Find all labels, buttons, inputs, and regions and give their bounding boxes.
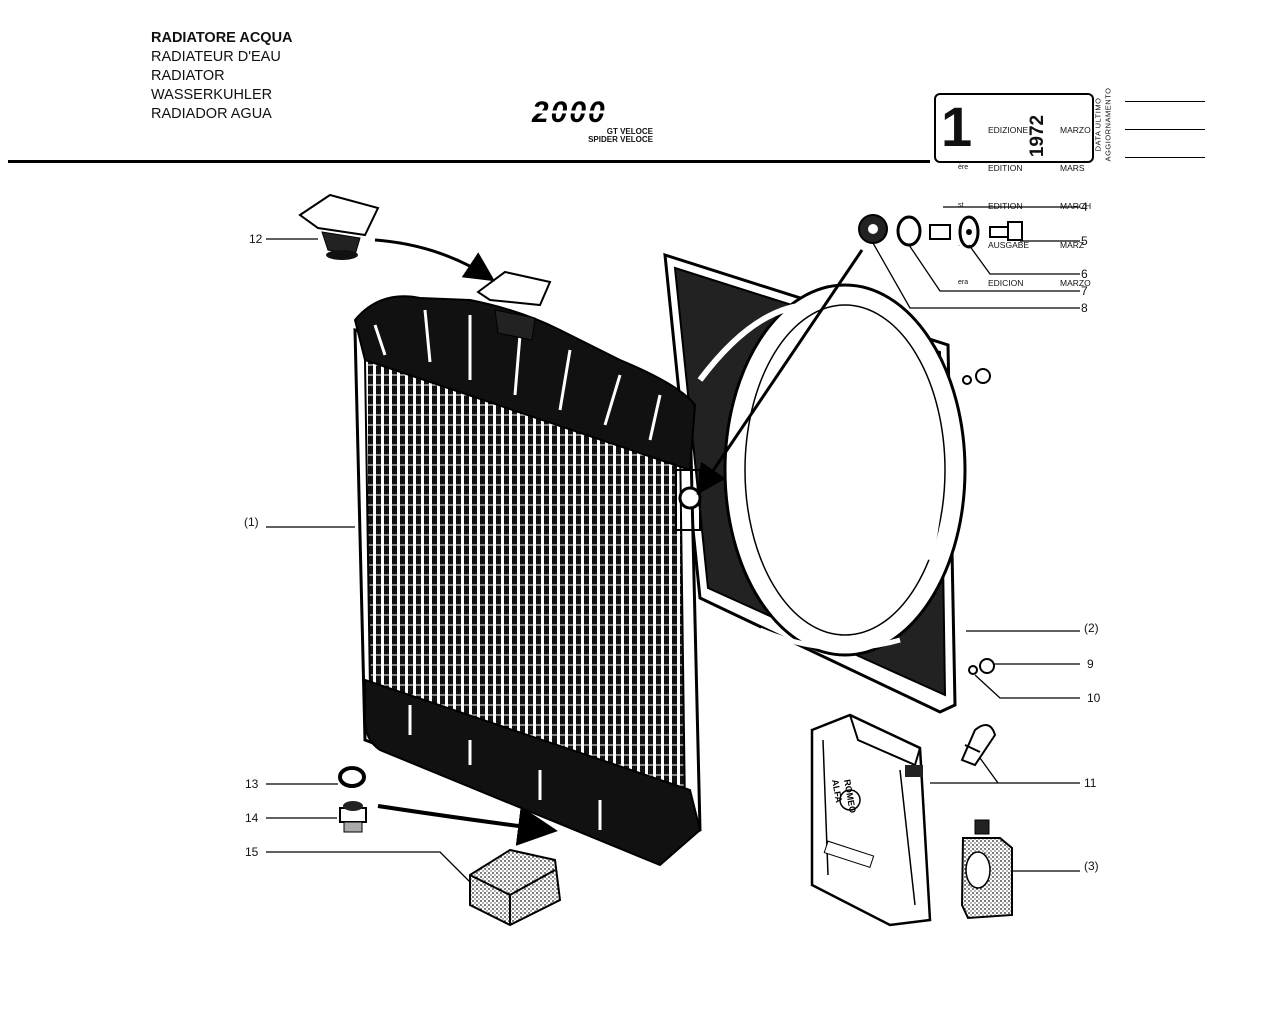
callout-3: (3) [1084, 859, 1099, 873]
header-rule [8, 160, 930, 163]
drain-plug [339, 801, 367, 833]
edition-suffix: . [958, 240, 960, 248]
logo-sub2: SPIDER VELOCE [588, 135, 653, 144]
callout-8: 8 [1081, 301, 1088, 315]
logo-sub1: GT VELOCE [606, 127, 653, 136]
callout-15: 15 [245, 845, 259, 859]
callout-12: 12 [249, 232, 263, 246]
callout-9: 9 [1087, 657, 1094, 671]
hardware-arrow [696, 249, 864, 495]
title-german: WASSERKUHLER [151, 87, 273, 103]
title-italian: RADIATORE ACQUA [151, 30, 293, 46]
edition-label: EDICION [988, 278, 1024, 289]
drain-gasket [338, 766, 366, 788]
mounting-hardware [858, 214, 1023, 249]
edition-month: MARS [1060, 162, 1085, 173]
callout-13: 13 [245, 777, 259, 791]
fan-shroud [663, 252, 967, 714]
callout-5: 5 [1081, 234, 1088, 248]
edition-suffix: ère [958, 163, 969, 171]
update-line-1 [1125, 101, 1205, 102]
edition-number: 1 [941, 95, 973, 158]
callout-1: (1) [244, 515, 259, 529]
edition-suffix: era [958, 279, 969, 287]
callout-7: 7 [1081, 284, 1088, 298]
rubber-pad [469, 848, 562, 927]
edition-label: AUSGABE [988, 239, 1030, 250]
edition-month: MARZ [1060, 239, 1085, 250]
drain-arrow [377, 804, 558, 846]
edition-label: EDITION [988, 162, 1023, 173]
logo-2000: 2000 [530, 96, 655, 129]
edition-suffix: st [958, 202, 964, 210]
radiator-core [353, 270, 702, 867]
nut-washer-top [962, 368, 991, 385]
title-french: RADIATEUR D'EAU [151, 49, 281, 65]
logo-2000-graphic: 2000 [530, 96, 655, 129]
jerrycan-text-1: ALFA [830, 779, 844, 804]
edition-month: MARZO [1060, 124, 1091, 135]
cap-arrow [374, 238, 496, 282]
title-english: RADIATOR [151, 68, 225, 84]
edition-suffix: a [958, 125, 962, 133]
leader-lines [266, 206, 1080, 883]
update-line-2 [1125, 129, 1205, 130]
edition-label: EDIZIONE [988, 124, 1029, 135]
edition-month: MARZO [1060, 278, 1091, 289]
coolant-jerrycan: ALFA ROMEO [810, 713, 932, 927]
filler-hose [960, 724, 997, 767]
callout-11: 11 [1084, 776, 1097, 790]
title-spanish: RADIADOR AGUA [151, 106, 272, 122]
radiator-cap [298, 193, 380, 260]
callout-6: 6 [1081, 267, 1088, 281]
edition-suffixes: a ère st . era [958, 98, 968, 316]
nut-washer-bottom [968, 658, 995, 675]
callout-2: (2) [1084, 621, 1099, 635]
callout-10: 10 [1087, 691, 1101, 705]
callout-14: 14 [245, 811, 259, 825]
update-line-3 [1125, 157, 1205, 158]
callout-4: 4 [1081, 200, 1088, 214]
antifreeze-bottle [960, 819, 1013, 920]
